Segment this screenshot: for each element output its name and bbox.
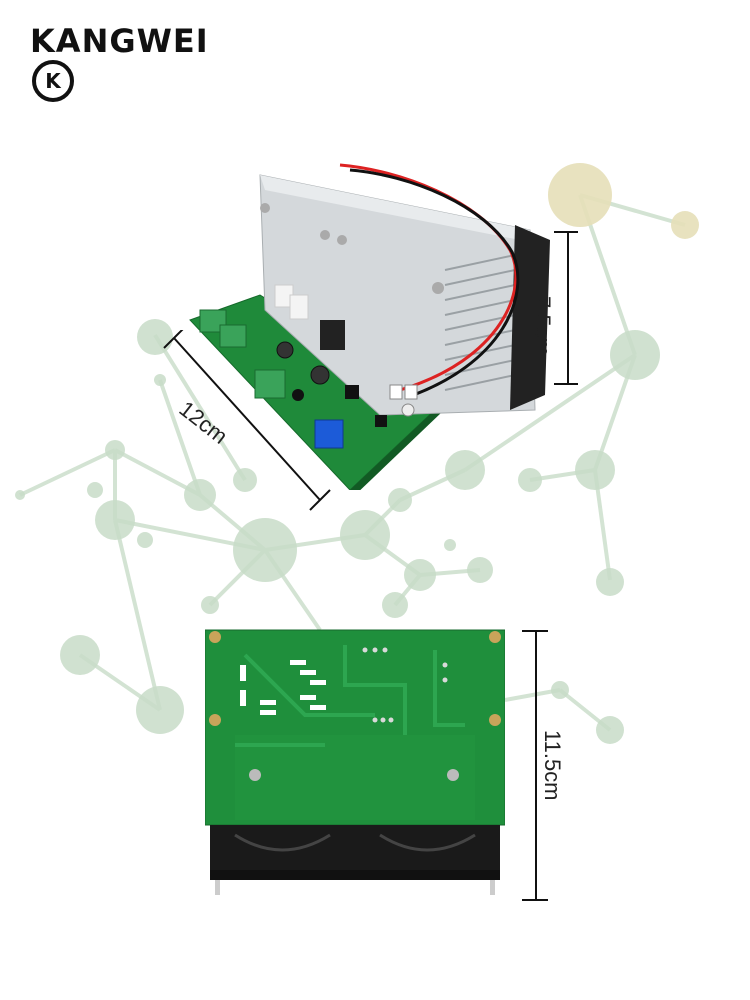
blue-terminal-block [314,419,344,449]
power-transistor [320,320,345,350]
terminal-block-3 [254,369,286,399]
dimension-label-length-bottom: 11.5cm [540,730,565,801]
brand-logo: KANGWEI K [30,22,250,102]
dimension-line-length-top [163,330,331,511]
black-wire [349,168,520,400]
product-bottom-view-image [205,629,505,895]
dimension-label-height-top: 7.5cm [530,296,555,356]
brand-logo-text: KANGWEI [30,22,209,60]
brand-logo-badge: K [32,60,74,102]
dimension-line-length-bottom [522,630,548,901]
terminal-block-2 [219,324,247,348]
cooling-fan [510,225,550,410]
brand-logo-badge-letter: K [45,69,61,93]
dimension-line-height-top [554,231,578,385]
product-top-view-image [189,163,550,490]
